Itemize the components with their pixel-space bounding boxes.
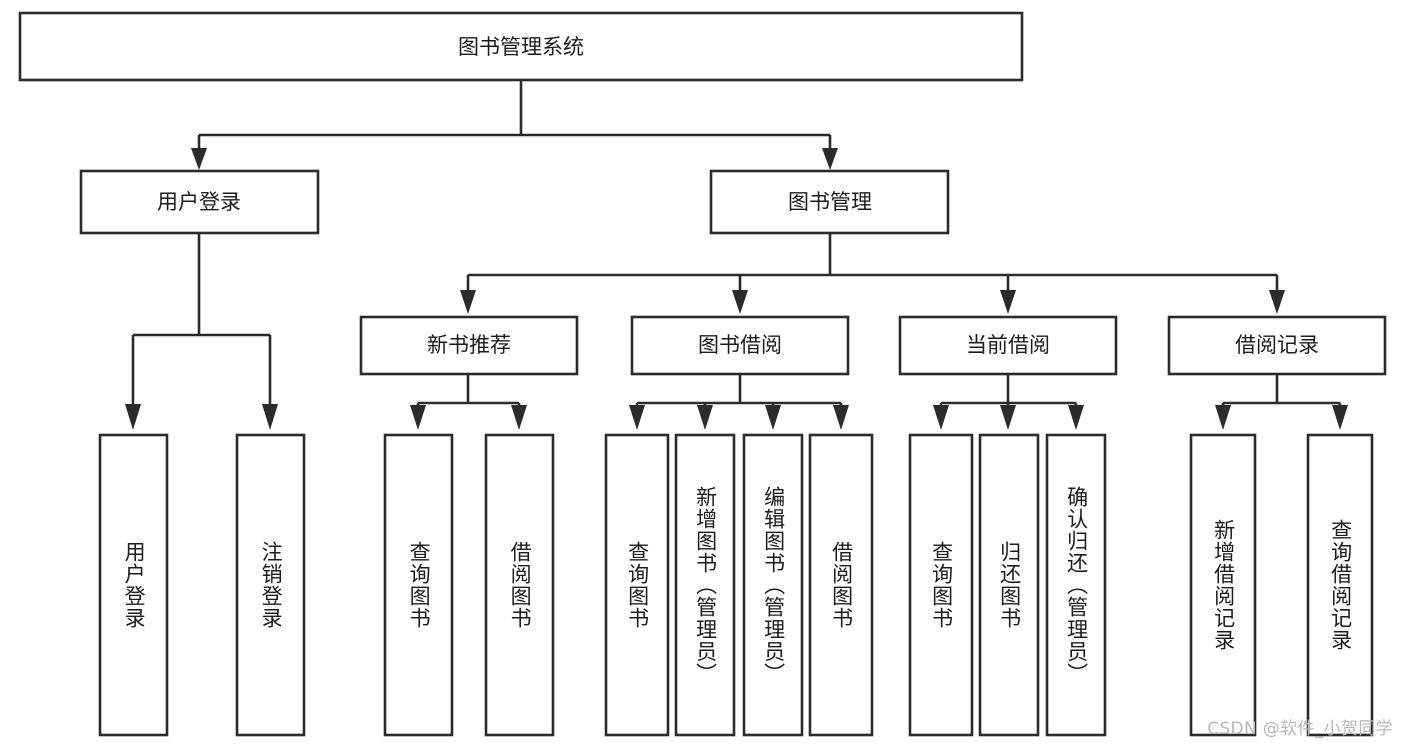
node-user-login-box[interactable] bbox=[79, 169, 320, 235]
arrow-head-return-book bbox=[1000, 405, 1016, 430]
node-user-login[interactable]: 用户登录 bbox=[79, 169, 320, 235]
leaf-box-user-login[interactable] bbox=[98, 433, 169, 737]
arrow-head-book-borrow bbox=[732, 290, 748, 314]
node-current-borrow-box[interactable] bbox=[898, 315, 1118, 376]
arrow-head-query-book-2 bbox=[629, 405, 645, 430]
arrow-head-leaf-logout bbox=[262, 404, 278, 430]
arrow-head-add-book bbox=[697, 405, 713, 430]
connector-group-book-borrow bbox=[629, 374, 849, 430]
arrow-head-current-borrow bbox=[1000, 290, 1016, 314]
node-book-borrow-label: 图书借阅 bbox=[698, 333, 782, 357]
arrow-head-userlogin bbox=[191, 148, 207, 170]
leaf-box-query-book-1[interactable] bbox=[383, 433, 454, 737]
arrow-head-query-borrow-record bbox=[1332, 405, 1348, 430]
leaf-box-logout-login[interactable] bbox=[235, 433, 306, 737]
arrow-head-query-book-1 bbox=[410, 405, 426, 430]
node-book-borrow[interactable]: 图书借阅 bbox=[630, 315, 850, 376]
leaf-box-borrow-book-2[interactable] bbox=[808, 433, 874, 737]
node-new-book-recommend[interactable]: 新书推荐 bbox=[359, 315, 579, 376]
arrow-head-leaf-user-login bbox=[125, 404, 141, 430]
node-book-borrow-box[interactable] bbox=[630, 315, 850, 376]
arrow-head-borrow-book-2 bbox=[833, 405, 849, 430]
arrow-head-borrow-record bbox=[1269, 290, 1285, 314]
connector-group-root bbox=[191, 80, 838, 170]
connector-group-new-book-recommend bbox=[410, 374, 527, 430]
node-book-management-box[interactable] bbox=[709, 169, 950, 235]
leaf-box-add-borrow-record[interactable] bbox=[1189, 433, 1257, 737]
node-borrow-record-box[interactable] bbox=[1167, 315, 1387, 376]
leaf-box-add-book[interactable] bbox=[674, 433, 736, 737]
connector-group-borrow-record bbox=[1215, 374, 1348, 430]
node-root[interactable]: 图书管理系统 bbox=[18, 11, 1024, 82]
arrow-head-edit-book bbox=[765, 405, 781, 430]
leaf-box-query-book-2[interactable] bbox=[604, 433, 670, 737]
arrow-head-new-book bbox=[460, 290, 476, 314]
node-user-login-label: 用户登录 bbox=[157, 190, 241, 214]
csdn-watermark: CSDN @软件_小贺同学 bbox=[1207, 719, 1393, 739]
leaf-box-confirm-return[interactable] bbox=[1045, 433, 1107, 737]
arrow-head-add-borrow-record bbox=[1215, 405, 1231, 430]
connector-group-user-login bbox=[125, 234, 278, 430]
node-book-management-label: 图书管理 bbox=[788, 190, 872, 214]
arrow-head-borrow-book-1 bbox=[511, 405, 527, 430]
node-new-book-recommend-label: 新书推荐 bbox=[427, 333, 511, 357]
node-borrow-record-label: 借阅记录 bbox=[1235, 333, 1319, 357]
leaf-box-return-book[interactable] bbox=[978, 433, 1040, 737]
arrow-head-confirm-return bbox=[1068, 405, 1084, 430]
node-current-borrow-label: 当前借阅 bbox=[966, 333, 1050, 357]
connector-group-current-borrow bbox=[933, 374, 1084, 430]
node-book-management[interactable]: 图书管理 bbox=[709, 169, 950, 235]
node-new-book-recommend-box[interactable] bbox=[359, 315, 579, 376]
arrow-head-query-book-3 bbox=[933, 405, 949, 430]
connector-group-book-management bbox=[460, 234, 1285, 314]
node-root-box[interactable] bbox=[18, 11, 1024, 82]
leaf-box-query-borrow-record[interactable] bbox=[1306, 433, 1374, 737]
node-current-borrow[interactable]: 当前借阅 bbox=[898, 315, 1118, 376]
leaf-box-borrow-book-1[interactable] bbox=[484, 433, 555, 737]
node-root-label: 图书管理系统 bbox=[458, 35, 584, 59]
node-borrow-record[interactable]: 借阅记录 bbox=[1167, 315, 1387, 376]
leaf-box-query-book-3[interactable] bbox=[908, 433, 974, 737]
leaf-box-edit-book[interactable] bbox=[742, 433, 804, 737]
arrow-head-bookmgmt bbox=[822, 148, 838, 170]
